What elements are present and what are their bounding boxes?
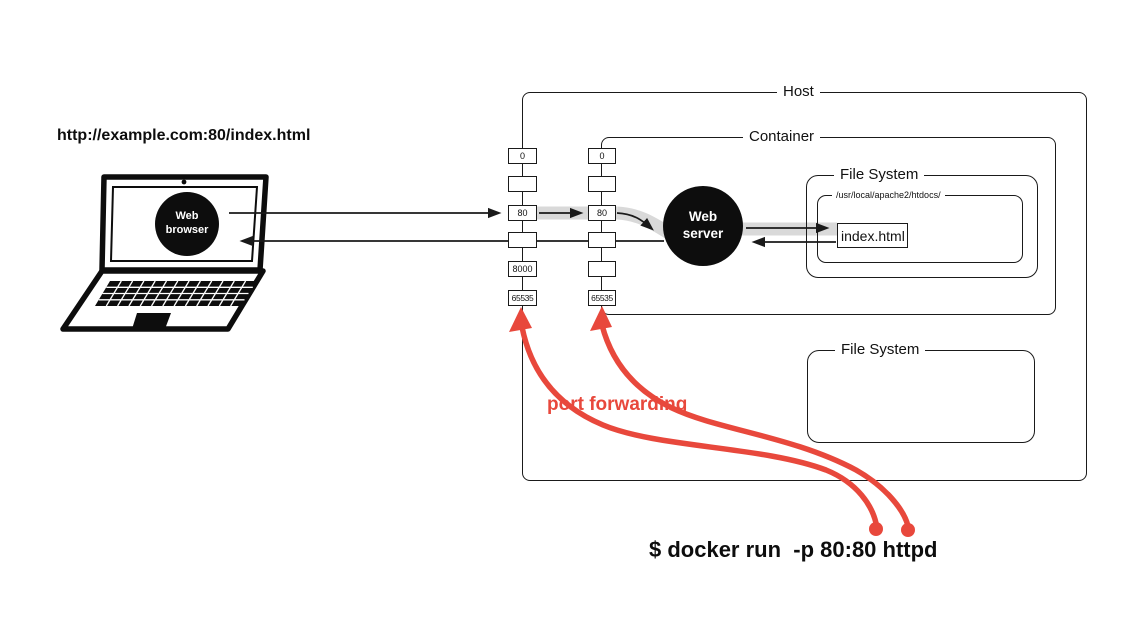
port-forwarding-label: port forwarding [547,394,688,415]
host-filesystem-label: File System [835,341,926,359]
host-port-8000: 8000 [508,261,537,277]
laptop-trackpad [132,313,171,329]
host-port-blank-1 [508,176,537,192]
browser-url-text: http://example.com:80/index.html [57,127,311,144]
web-server-node: Web server [663,186,743,266]
host-port-0: 0 [508,148,537,164]
container-port-80: 80 [588,205,616,221]
container-filesystem-box: File System [806,166,1038,278]
container-label: Container [743,128,821,146]
docker-command-text: $ docker run -p 80:80 httpd [649,537,938,562]
container-port-0: 0 [588,148,616,164]
host-port-80: 80 [508,205,537,221]
container-port-blank-1 [588,176,616,192]
laptop-icon [60,174,269,332]
webcam-dot-icon [181,179,187,185]
host-port-blank-2 [508,232,537,248]
htdocs-path-label: /usr/local/apache2/htdocs/ [832,189,945,201]
web-browser-node: Web browser [155,192,219,256]
container-port-65535: 65535 [588,290,616,306]
container-port-blank-2 [588,232,616,248]
host-label: Host [777,83,820,101]
containerport-to-server-arrow [616,212,654,231]
container-filesystem-label: File System [834,166,925,184]
container-box: Container [601,128,1056,315]
container-port-blank-3 [588,261,616,277]
host-port-65535: 65535 [508,290,537,306]
host-filesystem-box: File System [807,341,1035,443]
laptop-keys-grid [98,280,253,307]
index-html-file: index.html [837,223,908,248]
